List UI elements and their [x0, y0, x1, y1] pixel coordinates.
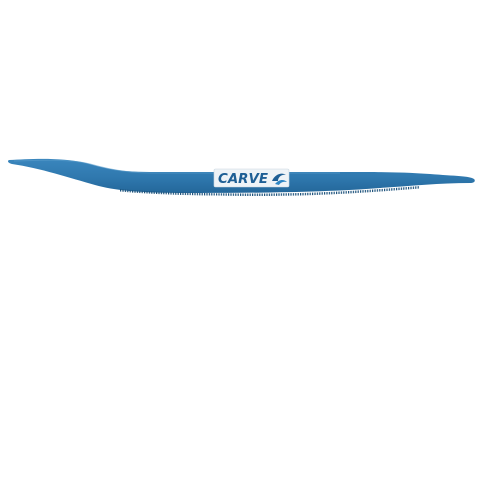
strap-highlight: [13, 159, 340, 174]
wave-logo-icon: [272, 173, 287, 185]
brand-label-background: [213, 168, 290, 188]
brand-label: CARVE: [213, 168, 290, 188]
brand-name: CARVE: [218, 171, 269, 187]
strap-serrated-edge: [120, 186, 420, 196]
